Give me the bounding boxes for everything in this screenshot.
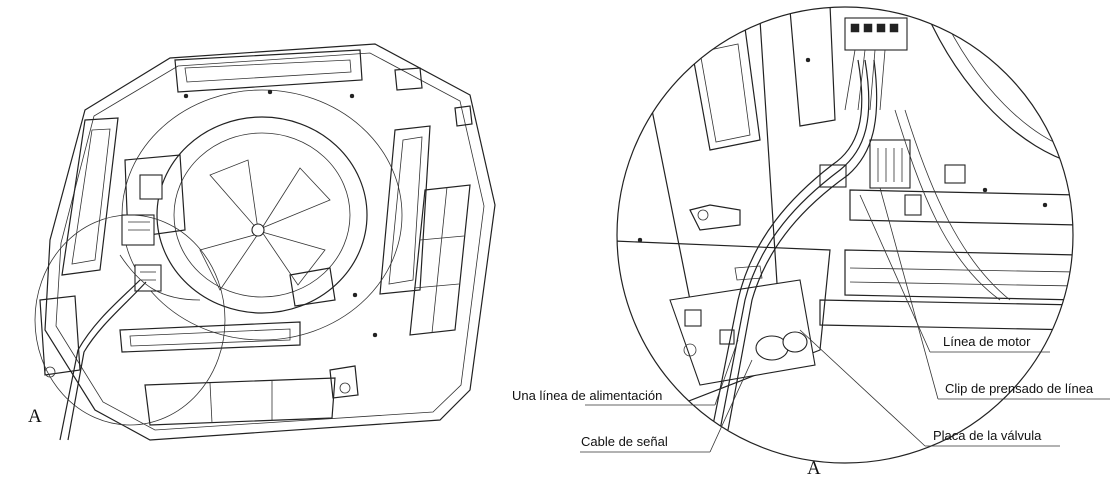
label-motor-line: Línea de motor — [943, 334, 1031, 349]
label-power-line: Una línea de alimentación — [512, 388, 663, 403]
leader-lines — [580, 187, 1110, 453]
label-valve-plate: Placa de la válvula — [933, 428, 1042, 443]
left-view-marker: A — [28, 406, 42, 427]
label-signal-cable: Cable de señal — [581, 434, 668, 449]
detail-view — [617, 7, 1073, 431]
detail-view-marker: A — [807, 458, 821, 479]
label-line-clip: Clip de prensado de línea — [945, 381, 1094, 396]
cassette-unit-overview — [34, 43, 496, 441]
